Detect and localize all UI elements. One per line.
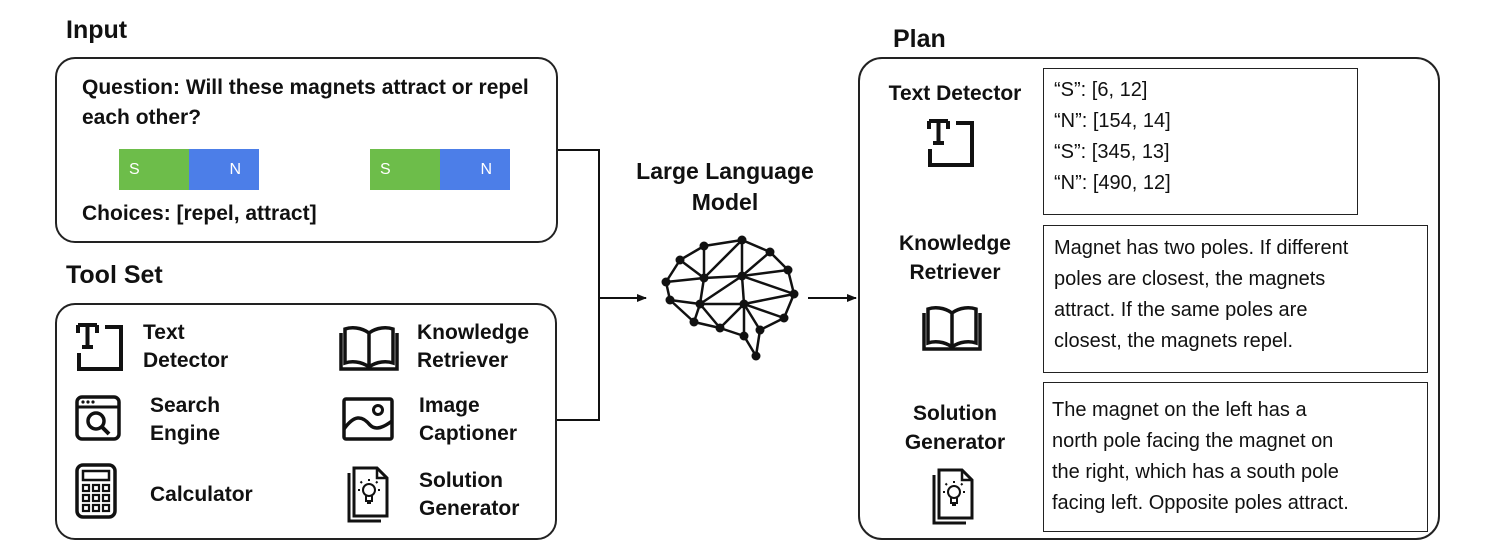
- brain-network-icon: [661, 235, 799, 361]
- magnet-right: S N: [370, 149, 510, 190]
- text-detector-output: “S”: [6, 12]“N”: [154, 14] “S”: [345, 13…: [1043, 68, 1358, 215]
- magnet-north-pole: N: [189, 149, 259, 190]
- document-bulb-icon: [347, 466, 389, 523]
- book-icon: [339, 326, 399, 371]
- plan-panel: Text Detector “S”: [6, 12]“N”: [154, 14]…: [858, 57, 1440, 540]
- book-icon: [922, 306, 982, 351]
- text-detector-icon: [927, 119, 974, 167]
- tool-calculator-label: Calculator: [150, 483, 253, 506]
- search-engine-icon: [75, 395, 121, 441]
- choices-text: Choices: [repel, attract]: [82, 202, 317, 225]
- magnet-south-pole: S: [119, 149, 189, 190]
- plan-heading: Plan: [893, 25, 946, 53]
- input-panel: Question: Will these magnets attract or …: [55, 57, 558, 243]
- magnet-left: S N: [119, 149, 259, 190]
- magnet-south-pole: S: [370, 149, 440, 190]
- image-icon: [342, 397, 394, 441]
- text-detector-icon: [76, 323, 123, 371]
- toolset-heading: Tool Set: [66, 261, 163, 289]
- magnet-north-pole: N: [440, 149, 510, 190]
- document-bulb-icon: [932, 468, 974, 525]
- input-heading: Input: [66, 16, 128, 44]
- plan-step-text-detector-label: Text Detector: [888, 82, 1022, 105]
- calculator-icon: [75, 463, 117, 519]
- question-text: Question: Will these magnets attract or …: [82, 76, 529, 129]
